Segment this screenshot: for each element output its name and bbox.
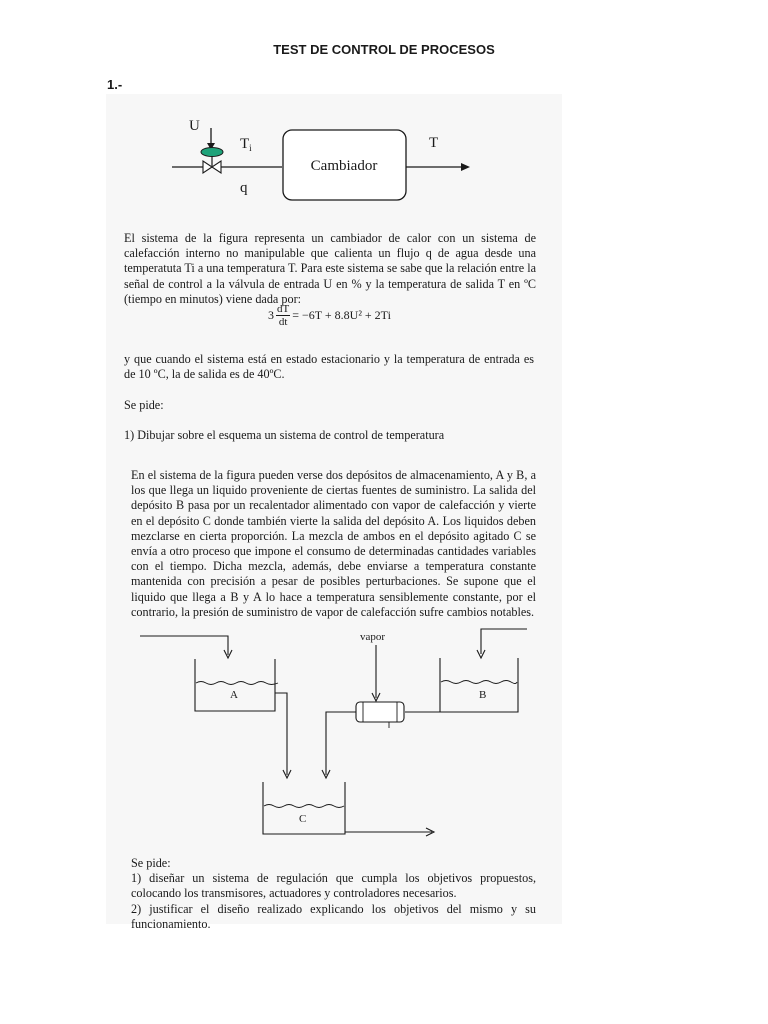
steam-label: vapor (360, 631, 385, 643)
tank-c-label: C (299, 813, 306, 825)
problem-description-paragraph: El sistema de la figura representa un ca… (124, 231, 536, 306)
outlet-arrowhead (461, 163, 470, 171)
valve-actuator-icon (200, 147, 224, 157)
flow-label: q (240, 180, 248, 196)
tank-b-label: B (479, 689, 486, 701)
tank-system-paragraph: En el sistema de la figura pueden verse … (131, 468, 536, 619)
tank-b (439, 658, 519, 713)
differential-equation: 3 dT dt = −6T + 8.8U² + 2Ti (268, 303, 391, 328)
second-task-list: Se pide: 1) diseñar un sistema de regula… (131, 856, 536, 932)
scanned-figure-background (106, 94, 562, 924)
tank-a (194, 659, 276, 712)
steady-state-paragraph: y que cuando el sistema está en estado e… (124, 352, 534, 382)
input-u-label: U (189, 118, 200, 134)
tank-a-label: A (230, 689, 238, 701)
valve-icon (202, 159, 222, 175)
exchanger-block (282, 129, 407, 201)
tank-system-diagram: A B vapor C (140, 628, 527, 837)
task-item: 1) Dibujar sobre el esquema un sistema d… (124, 428, 445, 442)
question-number: 1.- (107, 77, 123, 92)
task-item-2-1: 1) diseñar un sistema de regulación que … (131, 871, 536, 901)
inlet-temp-label: Ti (240, 136, 252, 153)
exchanger-label: Cambiador (311, 158, 378, 174)
tank-c (262, 782, 346, 835)
se-pide-heading: Se pide: (124, 398, 164, 412)
task-item-2-2: 2) justificar el diseño realizado explic… (131, 901, 536, 931)
outlet-temp-label: T (429, 135, 438, 151)
supply-line-b (480, 628, 527, 654)
se-pide-heading-2: Se pide: (131, 856, 171, 870)
page-title: TEST DE CONTROL DE PROCESOS (273, 42, 495, 57)
supply-line-a (140, 635, 229, 655)
heat-exchanger-diagram: U Ti q Cambiador T (172, 118, 470, 201)
